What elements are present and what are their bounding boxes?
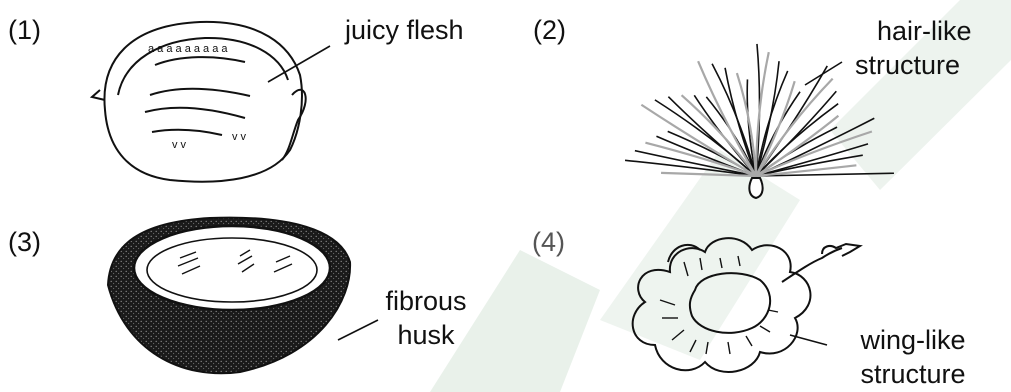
hair-like-label-line-2: structure [855, 48, 972, 82]
fibrous-husk-label-line-2: husk [366, 318, 486, 352]
hair-strand [756, 81, 795, 176]
hair-strand [682, 95, 756, 176]
hair-strand [694, 95, 756, 176]
hair-strand [668, 131, 756, 176]
hair-strand [645, 143, 756, 176]
hair-strand [756, 116, 838, 176]
hair-strand [725, 68, 756, 176]
hair-strand [756, 92, 800, 176]
hair-strand [756, 52, 769, 176]
hair-strand [756, 127, 837, 176]
figure-4-number: (4) [532, 226, 565, 258]
hair-strand [756, 132, 872, 176]
svg-text:v v: v v [172, 139, 187, 151]
hair-strand [756, 155, 863, 176]
hair-strand [712, 64, 756, 176]
hair-strand [756, 71, 788, 176]
svg-text:v v: v v [232, 131, 247, 143]
hair-strand [756, 173, 894, 176]
hair-strand [635, 151, 756, 176]
hair-like-label-line-1: hair-like [855, 14, 972, 48]
hair-strand [756, 66, 827, 176]
hair-strand [756, 79, 833, 176]
figure-2-number: (2) [533, 14, 566, 46]
svg-text:a a a a a a a a a: a a a a a a a a a [148, 43, 228, 55]
hair-strand [698, 61, 756, 176]
hair-strand [756, 44, 760, 176]
juicy-flesh-label: juicy flesh [345, 14, 464, 46]
hair-strand [756, 144, 868, 176]
hair-strand [737, 73, 756, 176]
hair-strand [747, 79, 756, 176]
fibrous-husk-label-line-1: fibrous [366, 284, 486, 318]
figure-1-number: (1) [8, 14, 41, 46]
wing-like-label-line-2: structure [838, 357, 988, 391]
hair-strand [661, 173, 756, 176]
hair-strand [668, 97, 756, 176]
wing-like-label-line-1: wing-like [838, 323, 988, 357]
hair-strand [756, 118, 874, 176]
hair-strand [756, 165, 856, 176]
hair-strand [756, 61, 779, 176]
hair-strand [706, 97, 756, 176]
hair-strand [641, 105, 756, 176]
hair-strand [655, 100, 756, 176]
hair-strand [656, 136, 756, 176]
hair-strand [756, 91, 836, 176]
figure-3-number: (3) [8, 226, 41, 258]
hair-strand [625, 160, 756, 176]
hair-strand [756, 104, 838, 176]
